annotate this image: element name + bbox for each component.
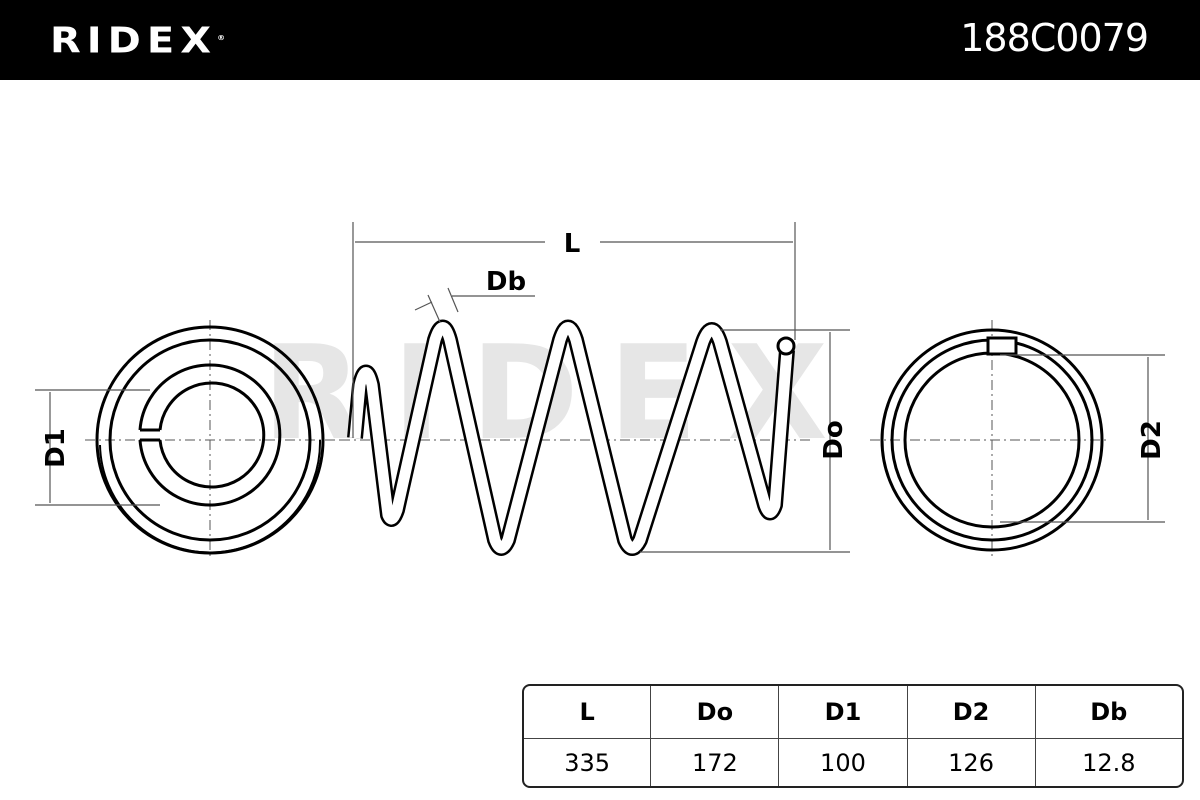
header-d1: D1 [778, 686, 908, 739]
header-bar: RIDEX® 188C0079 [0, 0, 1200, 80]
label-d2: D2 [1137, 420, 1167, 460]
label-d1: D1 [41, 428, 71, 468]
brand-logo: RIDEX® [50, 20, 226, 62]
spring-drawing: RIDEX D1 L Db Do [35, 222, 1167, 560]
header-db: Db [1034, 686, 1182, 739]
header-d2: D2 [906, 686, 1036, 739]
value-db: 12.8 [1034, 738, 1182, 786]
value-d1: 100 [778, 738, 908, 786]
label-do: Do [819, 420, 849, 459]
d2-dimension [1000, 354, 1165, 523]
l-dimension [352, 222, 796, 438]
value-do: 172 [650, 738, 780, 786]
header-l: L [524, 686, 652, 739]
label-db: Db [486, 267, 526, 297]
db-dimension [414, 287, 535, 323]
label-l: L [564, 229, 581, 259]
center-lines [85, 320, 1110, 560]
left-end-view [95, 325, 325, 555]
header-do: Do [650, 686, 780, 739]
d1-dimension [35, 389, 160, 506]
dimensions-table: L Do D1 D2 Db 335 172 100 126 12.8 [522, 684, 1184, 788]
table-header-row: L Do D1 D2 Db [524, 686, 1182, 739]
part-number: 188C0079 [960, 16, 1149, 60]
do-dimension [640, 329, 850, 553]
value-l: 335 [524, 738, 652, 786]
table-row: 335 172 100 126 12.8 [524, 738, 1182, 786]
value-d2: 126 [906, 738, 1036, 786]
right-end-view [880, 328, 1104, 552]
